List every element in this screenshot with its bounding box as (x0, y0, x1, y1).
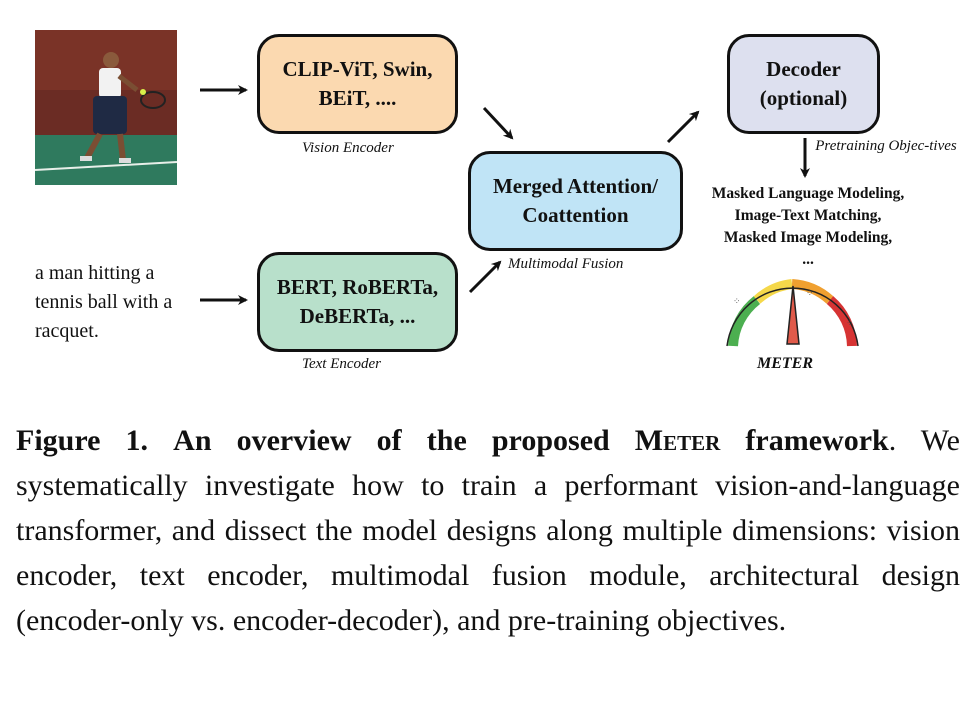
objective-item: Image-Text Matching, (734, 207, 882, 224)
decoder-box: Decoder (optional) (727, 34, 880, 134)
arrow-fusion-to-decoder (666, 110, 700, 144)
meter-label: METER (757, 355, 814, 372)
objective-item: Masked Language Modeling, (711, 185, 905, 202)
meter-gauge-icon: ⁘ ⁘ ⁘ (726, 279, 859, 347)
text-encoder-caption: Text Encoder (302, 356, 382, 372)
svg-text:⁘: ⁘ (846, 318, 854, 328)
vision-encoder-caption: Vision Encoder (302, 140, 394, 156)
vision-encoder-line1: CLIP-ViT, Swin, (282, 57, 433, 81)
input-caption-text: a man hitting a tennis ball with a racqu… (35, 262, 173, 342)
objective-item: ... (802, 251, 814, 268)
arrows-overlay: ⁘ ⁘ ⁘ (200, 85, 859, 347)
pretraining-caption: Pretraining Objec-tives (815, 138, 957, 154)
figure-caption: Figure 1. An overview of the proposed Me… (16, 418, 960, 643)
svg-text:⁘: ⁘ (733, 296, 741, 306)
fusion-caption: Multimodal Fusion (508, 256, 624, 272)
vision-encoder-line2: BEiT, .... (318, 86, 397, 110)
caption-title-pre: An overview of the proposed (173, 424, 610, 457)
arrow-vision-to-fusion (482, 106, 514, 140)
tennis-player-image (35, 30, 177, 185)
objectives-list: Masked Language Modeling, Image-Text Mat… (686, 183, 930, 271)
decoder-line2: (optional) (759, 86, 848, 110)
fusion-line1: Merged Attention/ (492, 174, 659, 198)
svg-text:⁘: ⁘ (806, 288, 814, 298)
decoder-line1: Decoder (766, 57, 841, 81)
caption-label: Figure 1. (16, 424, 149, 457)
fusion-box: Merged Attention/ Coattention (468, 151, 683, 251)
objective-item: Masked Image Modeling, (723, 229, 893, 246)
fusion-line2: Coattention (522, 203, 629, 227)
caption-title-post: framework (745, 424, 889, 457)
text-encoder-line2: DeBERTa, ... (299, 304, 416, 328)
figure-overview: CLIP-ViT, Swin, BEiT, .... Vision Encode… (35, 30, 957, 372)
text-encoder-box: BERT, RoBERTa, DeBERTa, ... (257, 252, 458, 352)
caption-body: . We systematically investigate how to t… (16, 424, 960, 637)
arrow-text-to-fusion (468, 260, 502, 294)
text-encoder-line1: BERT, RoBERTa, (276, 275, 439, 299)
vision-encoder-box: CLIP-ViT, Swin, BEiT, .... (257, 34, 458, 134)
caption-title-name: Meter (634, 424, 721, 457)
